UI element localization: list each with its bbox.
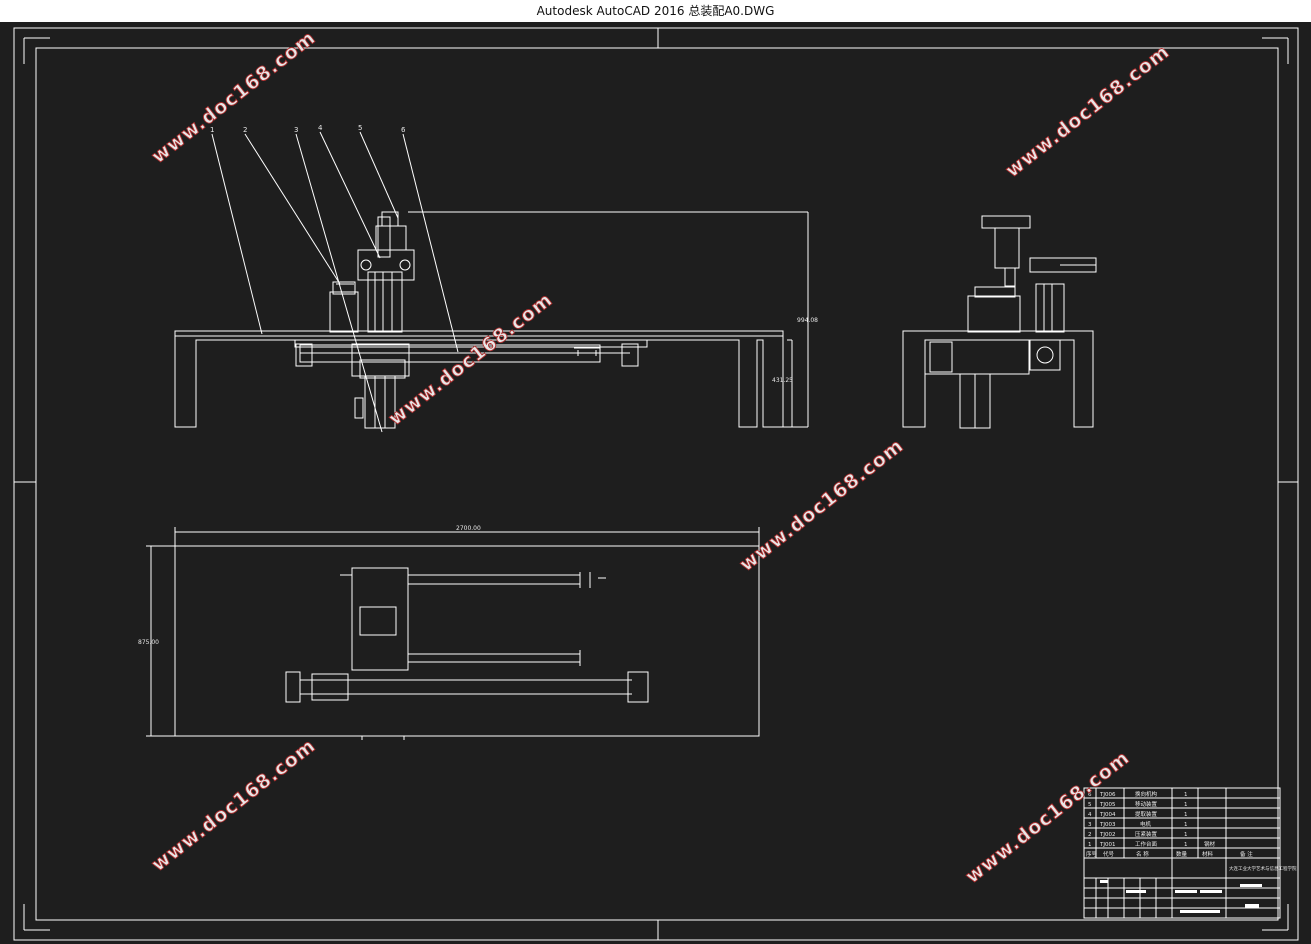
dim-total-height: 994.08 <box>797 317 818 324</box>
part-label-1: 1 <box>210 126 214 134</box>
bom-name: 提取装置 <box>1135 810 1158 818</box>
window-title: Autodesk AutoCAD 2016 总装配A0.DWG <box>536 4 775 18</box>
bom-no: 5 <box>1088 802 1092 808</box>
bom-material: 钢材 <box>1204 840 1216 848</box>
bom-name: 压紧装置 <box>1135 830 1158 838</box>
bom-code: TJ001 <box>1099 842 1115 848</box>
outer-border <box>13 27 1299 941</box>
bom-header-qty: 数量 <box>1176 850 1188 858</box>
dim-width: 875.00 <box>138 639 159 646</box>
part-leaders <box>211 131 459 433</box>
watermark-text: www.doc168.com <box>1002 40 1174 181</box>
bom-qty: 1 <box>1184 792 1188 798</box>
part-label-4: 4 <box>318 124 323 132</box>
bom-code: TJ004 <box>1099 812 1116 818</box>
watermarks: www.doc168.com www.doc168.com www.doc168… <box>147 26 1174 888</box>
school-name: 大连工业大学艺术与信息工程学院 <box>1229 865 1297 872</box>
bom-code: TJ005 <box>1099 802 1116 808</box>
bom-code: TJ006 <box>1099 792 1116 798</box>
bom-name: 换向机构 <box>1135 790 1158 798</box>
bom-name: 工作台面 <box>1135 840 1158 848</box>
bom-code: TJ002 <box>1099 832 1115 838</box>
bom-header-no: 序号 <box>1086 850 1098 858</box>
bom-header-remark: 备 注 <box>1240 850 1253 858</box>
bom-no: 6 <box>1088 792 1092 798</box>
dim-table-height: 431.25 <box>772 377 793 384</box>
bom-header-code: 代号 <box>1103 850 1115 858</box>
bom-table: 6 TJ006 换向机构 1 5 TJ005 移动装置 1 4 TJ004 提取… <box>1086 790 1297 872</box>
cad-drawing[interactable]: 1 2 3 4 5 6 994.08 431.25 2700.00 875.00… <box>0 22 1311 944</box>
bom-qty: 1 <box>1184 822 1188 828</box>
bom-table-lines <box>1083 787 1281 919</box>
top-view <box>146 527 760 740</box>
bom-qty: 1 <box>1184 802 1188 808</box>
bom-header-name: 名 称 <box>1136 850 1149 858</box>
dim-length: 2700.00 <box>456 525 481 532</box>
watermark-text: www.doc168.com <box>385 288 557 429</box>
side-view <box>902 215 1097 429</box>
drawing-canvas[interactable]: 1 2 3 4 5 6 994.08 431.25 2700.00 875.00… <box>0 22 1311 944</box>
inner-border <box>35 47 1279 921</box>
bom-no: 4 <box>1088 812 1092 818</box>
watermark-text: www.doc168.com <box>736 434 908 575</box>
bom-header-material: 材料 <box>1202 850 1214 858</box>
bom-no: 1 <box>1088 842 1092 848</box>
bom-name: 移动装置 <box>1135 800 1158 808</box>
bom-no: 3 <box>1088 822 1092 828</box>
watermark-text: www.doc168.com <box>148 734 320 875</box>
front-view <box>174 211 809 429</box>
bom-qty: 1 <box>1184 842 1188 848</box>
part-label-6: 6 <box>401 126 406 134</box>
part-label-3: 3 <box>294 126 298 134</box>
part-label-5: 5 <box>358 124 362 132</box>
bom-code: TJ003 <box>1099 822 1116 828</box>
bom-qty: 1 <box>1184 812 1188 818</box>
bom-name: 电机 <box>1140 820 1152 828</box>
part-label-2: 2 <box>243 126 247 134</box>
window-title-bar: Autodesk AutoCAD 2016 总装配A0.DWG <box>0 0 1311 22</box>
bom-qty: 1 <box>1184 832 1188 838</box>
bom-no: 2 <box>1088 832 1092 838</box>
